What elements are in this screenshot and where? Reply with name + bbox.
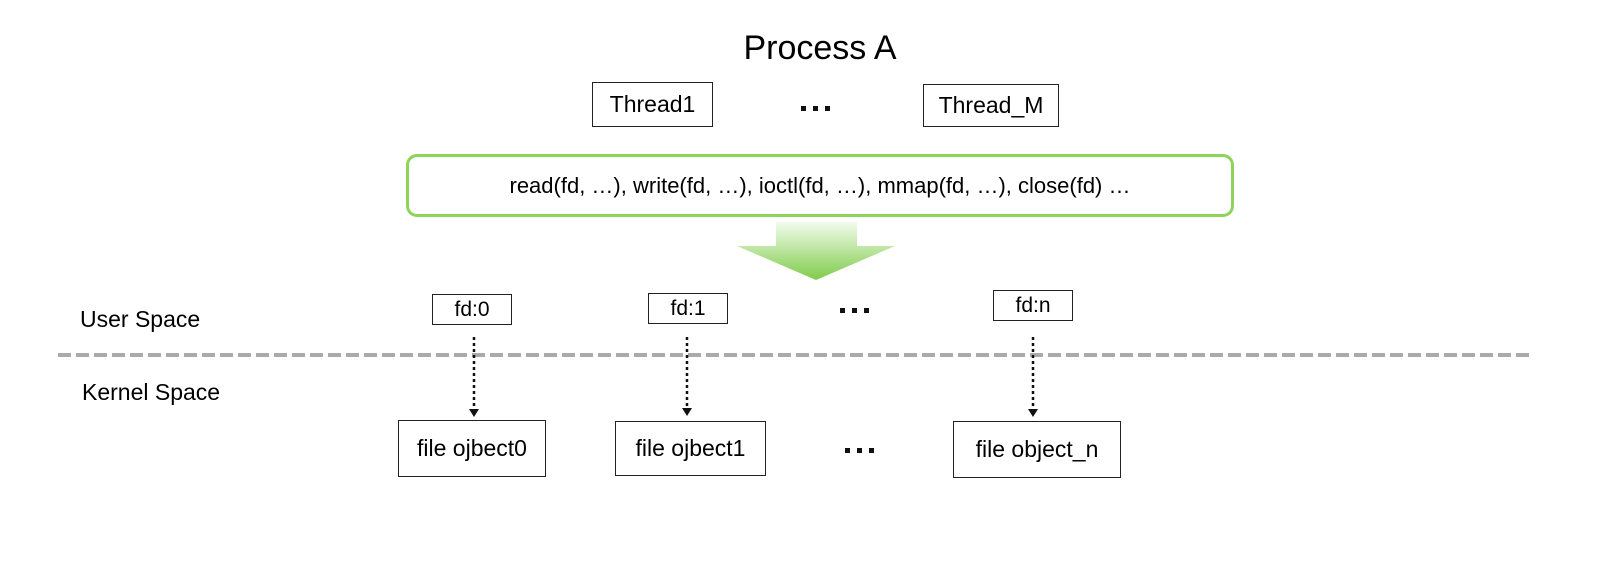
file-object-label: file ojbect1 xyxy=(635,435,746,461)
flow-down-arrow xyxy=(737,222,895,280)
fd-ellipsis xyxy=(840,308,869,313)
thread-label: Thread_M xyxy=(938,92,1044,118)
fd-box-0: fd:0 xyxy=(432,294,512,325)
file-object-box-n: file object_n xyxy=(953,421,1121,478)
syscall-box: read(fd, …), write(fd, …), ioctl(fd, …),… xyxy=(406,154,1234,217)
file-object-box-1: file ojbect1 xyxy=(615,421,766,476)
file-object-label: file object_n xyxy=(975,436,1099,462)
syscall-list: read(fd, …), write(fd, …), ioctl(fd, …),… xyxy=(509,172,1131,198)
process-title: Process A xyxy=(743,29,897,67)
fdn-to-filen-arrow xyxy=(1028,337,1038,417)
fd-label: fd:0 xyxy=(454,297,490,321)
fd0-to-file0-arrow xyxy=(469,337,479,417)
thread-ellipsis xyxy=(801,106,830,111)
fd1-to-file1-arrow xyxy=(682,337,692,416)
user-space-label: User Space xyxy=(80,306,201,332)
file-object-box-0: file ojbect0 xyxy=(398,420,546,477)
fd-label: fd:1 xyxy=(670,296,706,320)
fd-box-1: fd:1 xyxy=(648,293,728,324)
thread-box-m: Thread_M xyxy=(923,84,1059,127)
thread-box-1: Thread1 xyxy=(592,82,713,127)
file-object-ellipsis xyxy=(845,448,874,453)
file-object-label: file ojbect0 xyxy=(417,435,527,461)
fd-box-n: fd:n xyxy=(993,290,1073,321)
thread-label: Thread1 xyxy=(609,91,696,117)
fd-label: fd:n xyxy=(1015,293,1051,317)
kernel-space-label: Kernel Space xyxy=(82,379,221,405)
